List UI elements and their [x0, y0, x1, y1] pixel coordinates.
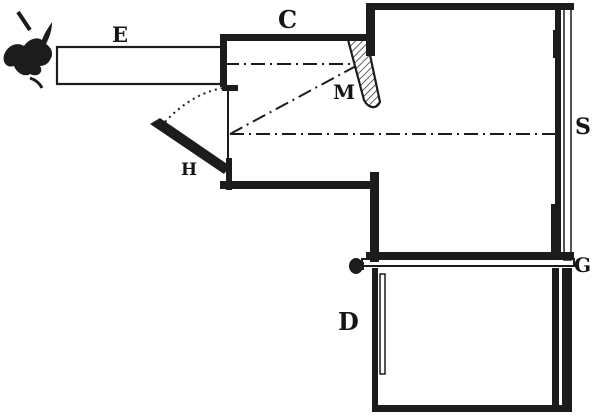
- hand-holding-eyepiece-icon: [3, 10, 53, 89]
- upper-box: [366, 3, 574, 262]
- label-glass-plate-g: G: [574, 253, 591, 277]
- hinged-mirror-arc: [164, 87, 225, 123]
- mirror-m: [345, 34, 382, 109]
- label-tube-e: E: [112, 22, 128, 47]
- reflected-ray: [229, 65, 357, 135]
- hinged-mirror-h: [150, 118, 230, 174]
- label-chamber-c: C: [278, 5, 297, 34]
- label-mirror-m: M: [333, 80, 355, 104]
- tube-e: [55, 45, 224, 86]
- glass-plate-g: [361, 258, 575, 267]
- label-screen-s: S: [575, 114, 591, 140]
- adjustment-knob-icon[interactable]: [349, 258, 364, 274]
- lower-box-d: [372, 268, 572, 412]
- chamber-c: [220, 34, 376, 190]
- label-hinged-mirror-h: H: [181, 160, 197, 180]
- label-lower-box-d: D: [338, 307, 359, 336]
